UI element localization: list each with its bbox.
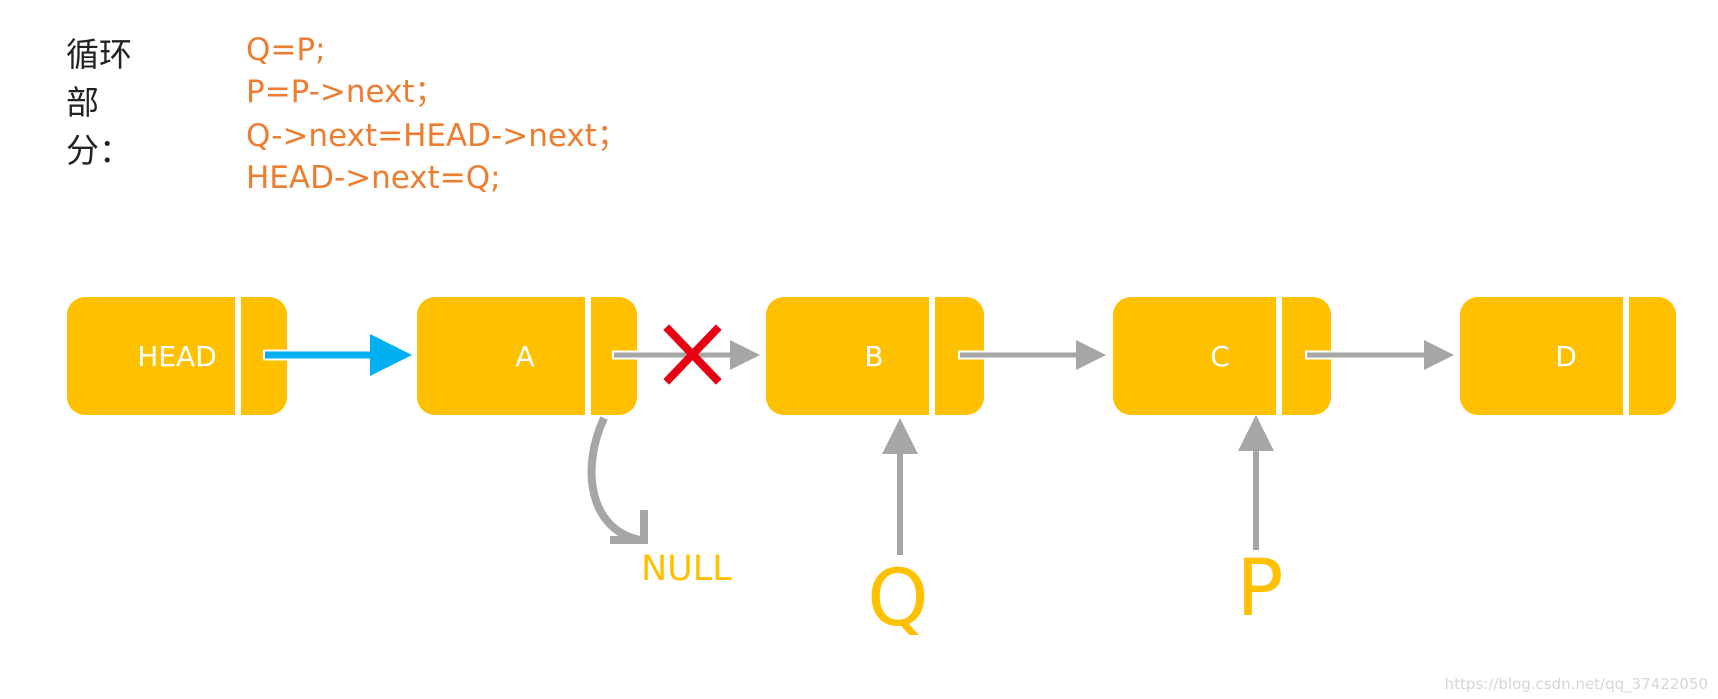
- node-label: B: [864, 340, 883, 373]
- node-head: HEAD: [67, 297, 287, 415]
- p-pointer-label: P: [1236, 544, 1283, 634]
- code-label: 循环部分：: [66, 35, 132, 170]
- code-line: HEAD->next=Q;: [246, 160, 501, 196]
- node-label: HEAD: [137, 340, 216, 373]
- node-b: B: [766, 297, 984, 415]
- node-label: A: [515, 340, 534, 373]
- code-line: Q->next=HEAD->next；: [246, 118, 628, 154]
- node-a: A: [417, 297, 637, 415]
- code-line: P=P->next；: [246, 74, 446, 110]
- watermark: https://blog.csdn.net/qq_37422050: [1444, 675, 1708, 693]
- code-line: Q=P;: [246, 32, 326, 68]
- node-d: D: [1460, 297, 1676, 415]
- cross-icon: [663, 324, 722, 385]
- null-label: NULL: [641, 549, 732, 589]
- q-pointer-label: Q: [867, 554, 928, 644]
- null-arrow: [587, 416, 648, 544]
- node-label: C: [1210, 340, 1230, 373]
- node-label: D: [1555, 340, 1577, 373]
- node-c: C: [1113, 297, 1331, 415]
